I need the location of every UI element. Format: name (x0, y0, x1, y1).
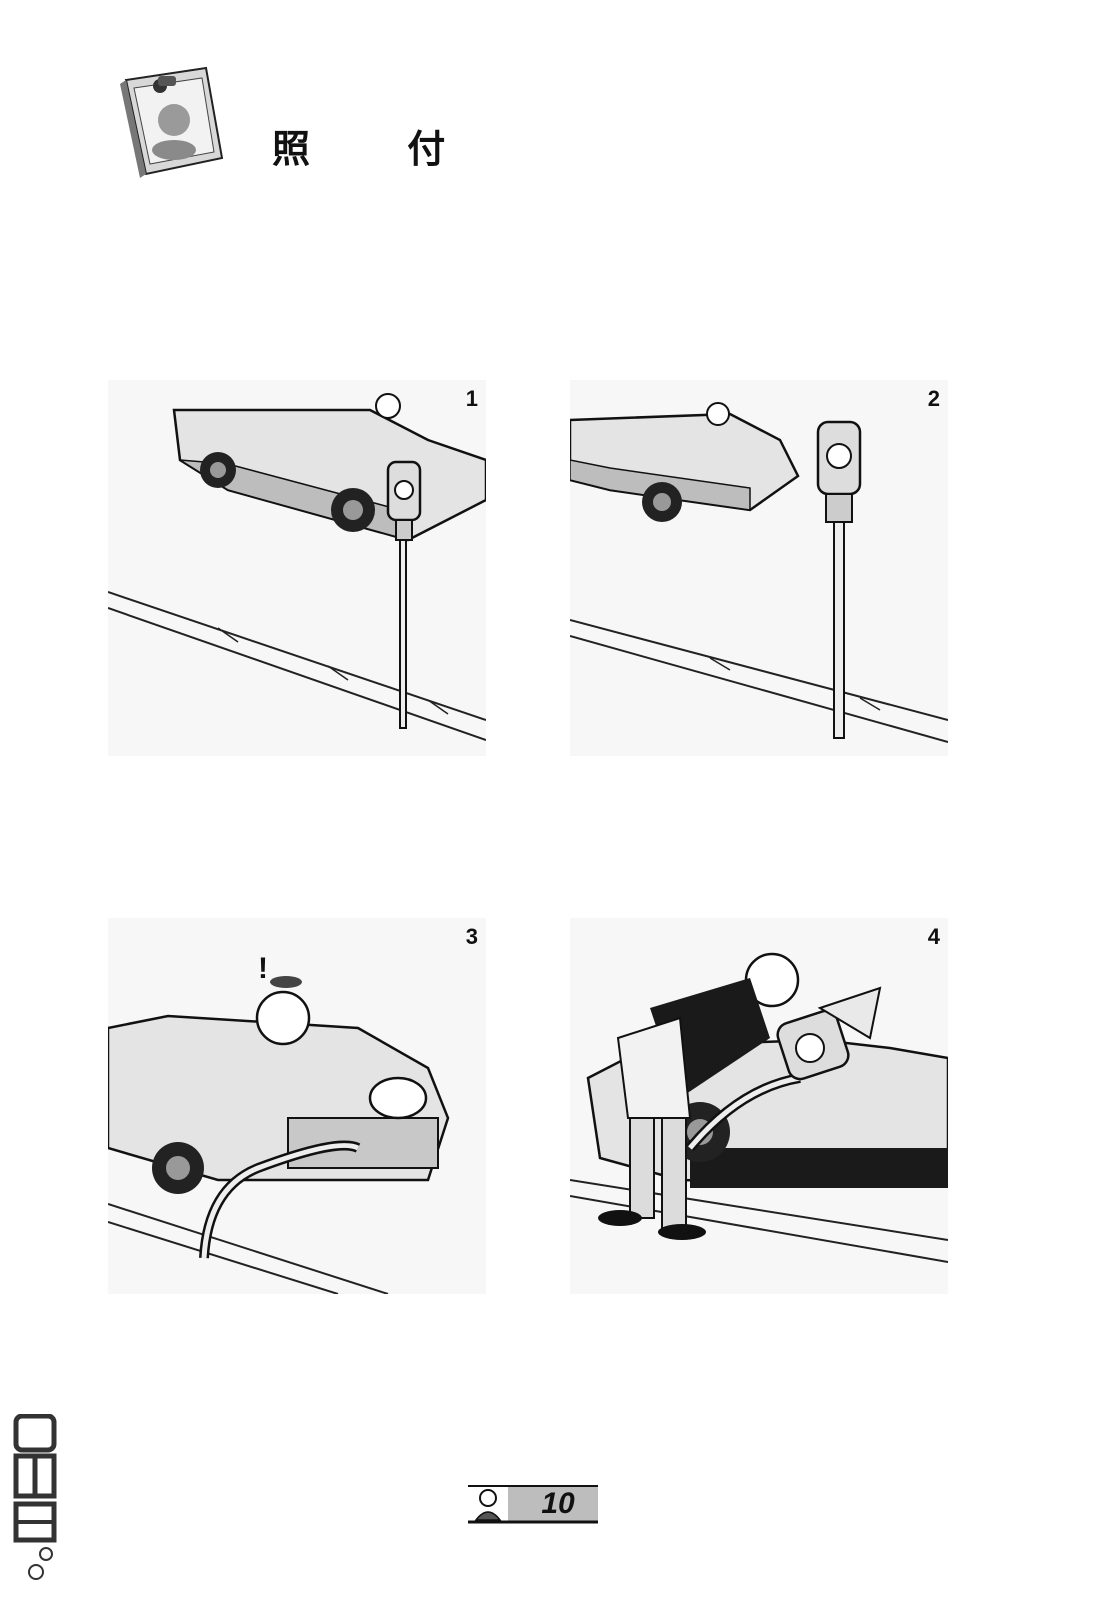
panel-1-illustration (108, 380, 486, 756)
comic-panel-3: ! 3 (108, 918, 486, 1294)
panel-3-illustration: ! (108, 918, 486, 1294)
exclamation-mark: ! (258, 952, 268, 985)
comic-panel-2: 2 (570, 380, 948, 756)
page-number: 10 (541, 1487, 575, 1520)
page-title: 照 付 (272, 127, 488, 171)
character-head-icon (474, 1489, 502, 1521)
panel-2-illustration (570, 380, 948, 756)
panel-number: 3 (465, 924, 478, 949)
comic-panel-4: 4 (570, 918, 948, 1294)
page-number-frame (468, 1485, 598, 1524)
pinned-photo-icon (120, 66, 224, 178)
comic-panel-1: 1 (108, 380, 486, 756)
panel-number: 2 (927, 386, 940, 411)
panel-number: 4 (927, 924, 940, 949)
dm5-watermark-logo (13, 1414, 57, 1580)
panel-4-illustration (570, 918, 948, 1294)
panel-number: 1 (465, 386, 478, 411)
